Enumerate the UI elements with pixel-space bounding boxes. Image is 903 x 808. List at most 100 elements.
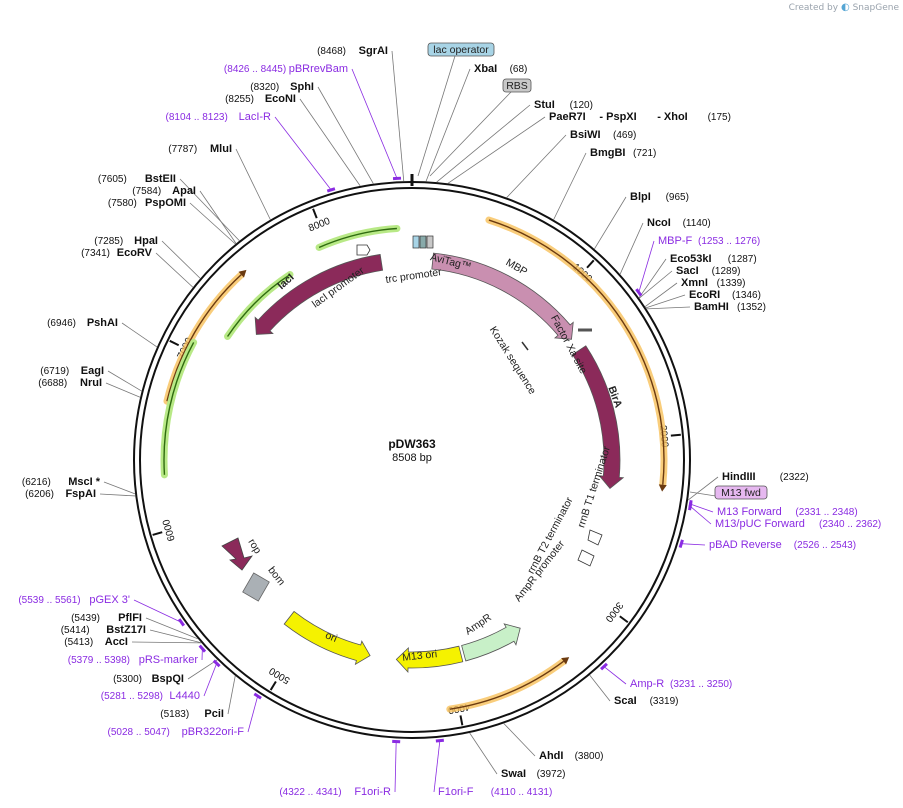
primer-name: pBAD Reverse xyxy=(709,539,782,551)
enzyme-position: (6688) xyxy=(38,378,67,389)
enzyme-label: SphI(8320) xyxy=(250,81,314,93)
leader-MscI xyxy=(103,481,136,495)
enzyme-label: SwaI(3972) xyxy=(501,768,566,780)
leader-PaeR7I xyxy=(447,116,546,184)
leader-BamHI xyxy=(646,306,691,310)
lac-operator-label: lac operator xyxy=(427,42,495,57)
enzyme-label: NruI (6688) xyxy=(38,377,102,389)
leader-EcoNI xyxy=(299,98,361,187)
enzyme-name: NruI xyxy=(80,377,102,389)
primer-position: (4110 .. 4131) xyxy=(491,787,553,798)
enzyme-label: EagI(6719) xyxy=(40,365,104,377)
ori-arrow xyxy=(283,610,371,666)
primer-name: M13 Forward xyxy=(717,506,782,518)
enzyme-label: SgrAI(8468) xyxy=(317,45,388,57)
primer-position: (5281 .. 5298) xyxy=(101,691,163,702)
primer-leader xyxy=(433,740,441,793)
leader-SwaI xyxy=(469,732,498,775)
enzyme-name: BsiWI xyxy=(570,129,601,141)
primer-position: (5539 .. 5561) xyxy=(18,595,80,606)
primer-label: MBP-F(1253 .. 1276) xyxy=(658,235,760,247)
ampr-orf-arc-line xyxy=(449,660,565,710)
primer-position: (8426 .. 8445) xyxy=(224,64,286,75)
feature-label-kozak: Kozak sequence xyxy=(487,324,538,396)
enzyme-name: HindIII xyxy=(722,471,756,483)
primer-label: L4440(5281 .. 5298) xyxy=(101,690,200,702)
mbp-orf-arc-arrowhead xyxy=(658,484,667,492)
primer-name: MBP-F xyxy=(658,235,693,247)
enzyme-name: ScaI xyxy=(614,695,637,707)
enzyme-position: (1339) xyxy=(717,278,746,289)
enzyme-position: (721) xyxy=(633,148,656,159)
leader-EcoRI xyxy=(645,294,686,309)
primer-name: pBRrevBam xyxy=(289,63,348,75)
leader-BstZ17I xyxy=(149,629,202,644)
leader-BstEII xyxy=(179,178,240,242)
m13-fwd-label-box xyxy=(714,485,768,500)
enzyme-position: (5413) xyxy=(64,637,93,648)
orf-arc-left-arrowhead xyxy=(238,269,247,278)
rrnb-t2-shape xyxy=(577,549,595,567)
enzyme-label: XbaI(68) xyxy=(474,63,527,75)
lac-operator-label-text: lac operator xyxy=(433,44,489,56)
primer-leader xyxy=(133,599,182,623)
leader-lines xyxy=(99,50,736,793)
bira-arrow xyxy=(571,345,625,489)
enzyme-label: Eco53kI(1287) xyxy=(670,253,757,265)
enzyme-name: PaeR7I xyxy=(549,111,586,123)
leader-PspOMI xyxy=(189,202,236,245)
tick-mark-1000 xyxy=(586,259,595,269)
leader-ApaI xyxy=(199,190,237,244)
enzyme-name-2: - PspXI xyxy=(599,111,636,123)
m13-fwd-label: M13 fwd xyxy=(714,485,768,500)
enzyme-label: BstEII(7605) xyxy=(98,173,176,185)
enzyme-position: (7285) xyxy=(94,236,123,247)
leader-BsiWI xyxy=(506,134,567,198)
tick-mark-8000 xyxy=(312,208,318,219)
enzyme-position: (469) xyxy=(613,130,636,141)
enzyme-name-3: - XhoI xyxy=(657,111,688,123)
enzyme-name: PspOMI xyxy=(145,197,186,209)
primer-label: pGEX 3'(5539 .. 5561) xyxy=(18,594,130,606)
enzyme-name: BmgBI xyxy=(590,147,625,159)
leader-SacI xyxy=(639,270,673,299)
primer-position: (2340 .. 2362) xyxy=(819,519,881,530)
leader-EagI xyxy=(107,370,142,392)
enzyme-position: (1346) xyxy=(732,290,761,301)
tick-label-3000: 3000 xyxy=(602,600,624,625)
enzyme-name: SphI xyxy=(290,81,314,93)
primer-position: (2331 .. 2348) xyxy=(795,507,857,518)
tick-mark-7000 xyxy=(169,339,180,347)
feature-label-trc_promoter: trc promoter xyxy=(385,266,443,286)
leader-NruI xyxy=(105,382,141,398)
tick-mark-6000 xyxy=(152,531,163,536)
lac-operator-box xyxy=(412,235,420,249)
enzyme-label: PciI(5183) xyxy=(160,708,224,720)
enzyme-position: (1140) xyxy=(683,218,711,229)
enzyme-position: (5414) xyxy=(61,625,90,636)
leader-BlpI xyxy=(594,196,627,250)
lac-operator-label-leader xyxy=(417,55,456,177)
leader-PflFI xyxy=(145,617,198,640)
snapgene-credit: Created by ◐ SnapGene xyxy=(789,2,899,13)
enzyme-position: (6216) xyxy=(22,477,51,488)
feature-label-bom: bom xyxy=(265,564,287,588)
enzyme-label: EcoNI(8255) xyxy=(225,93,296,105)
primer-label: pBAD Reverse (2526 .. 2543) xyxy=(709,539,856,551)
leader-HpaI xyxy=(161,240,201,279)
enzyme-position: (2322) xyxy=(780,472,809,483)
credit-prefix: Created by xyxy=(788,3,839,13)
tick-label-6000: 6000 xyxy=(161,517,178,542)
rrnb-t1-shape xyxy=(587,529,603,546)
primer-label: F1ori-F(4110 .. 4131) xyxy=(438,786,552,798)
primer-leader xyxy=(638,240,655,293)
mbp-arrow xyxy=(431,252,574,340)
feature-label-ori: ori xyxy=(323,629,338,644)
laci-promoter-arrow xyxy=(356,244,371,256)
primer-position: (2526 .. 2543) xyxy=(794,540,856,551)
primer-position: (5379 .. 5398) xyxy=(68,655,130,666)
leader-SgrAI xyxy=(391,50,405,182)
enzyme-name: SgrAI xyxy=(359,45,388,57)
enzyme-position: (5439) xyxy=(71,613,100,624)
